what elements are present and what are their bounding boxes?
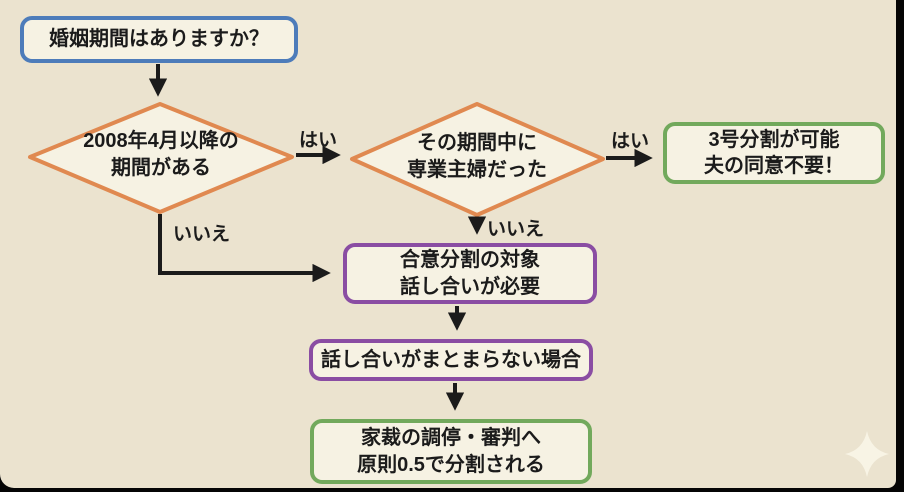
edge-label-yes-2: はい [610,131,649,152]
edge-label-yes-1: はい [298,130,337,151]
result-court-node: 家裁の調停・審判へ 原則0.5で分割される [310,419,592,484]
decision-housewife-label: その期間中に 専業主婦だった [407,132,547,181]
sparkle-icon [845,431,889,477]
decision-period-label: 2008年4月以降の 期間がある [83,130,239,179]
decision-period-diamond [28,102,294,214]
result-agreement-node: 合意分割の対象 話し合いが必要 [343,243,597,304]
arrow-period-no-elbow [158,214,331,283]
no-settlement-node: 話し合いがまとまらない場合 [309,339,593,381]
start-node-label: 婚姻期間はありますか？ [49,28,269,51]
result-type3-node: 3号分割が可能 夫の同意不要！ [663,122,885,184]
start-node: 婚姻期間はありますか？ [20,16,298,63]
decision-housewife-diamond [350,102,605,217]
edge-label-no-2: いいえ [487,219,545,240]
edge-label-no-1: いいえ [173,224,231,245]
